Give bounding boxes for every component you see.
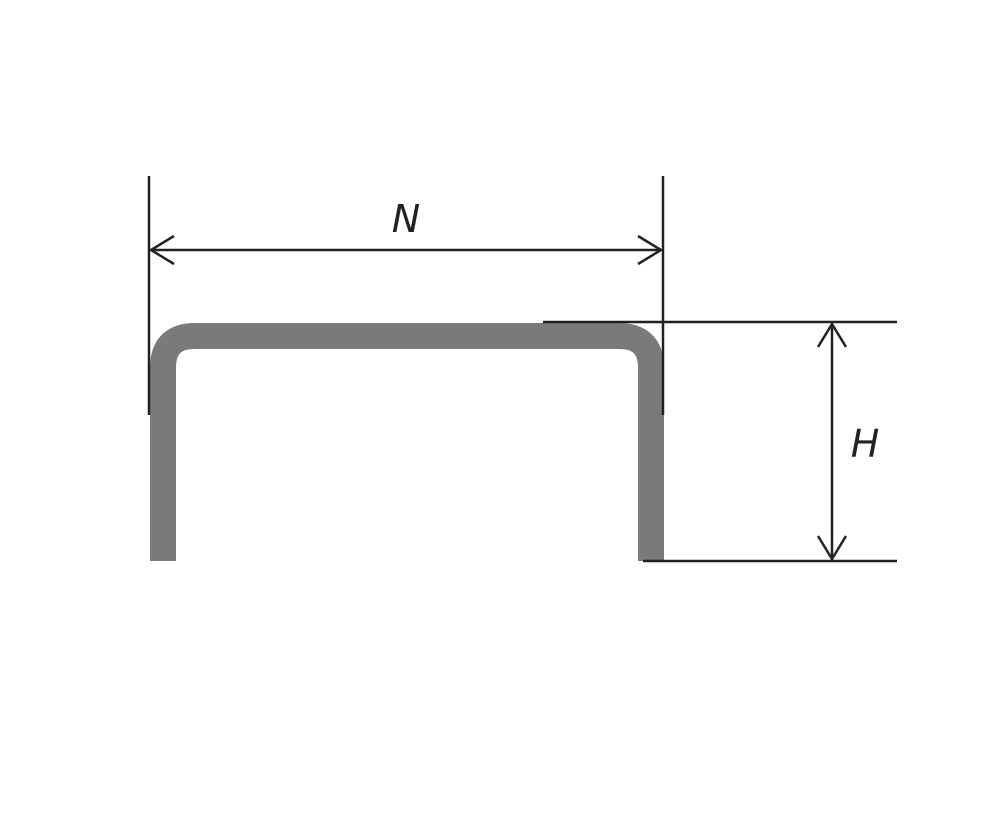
- height-label: H: [851, 422, 880, 466]
- height-arrow-top: [816, 321, 848, 348]
- height-dimension: [543, 320, 897, 563]
- width-arrow-right: [637, 234, 664, 266]
- width-dimension: [147, 176, 665, 415]
- width-arrow-left: [148, 234, 175, 266]
- width-label: N: [392, 197, 420, 241]
- height-arrow-bottom: [816, 535, 848, 562]
- u-profile-shape: [150, 323, 664, 561]
